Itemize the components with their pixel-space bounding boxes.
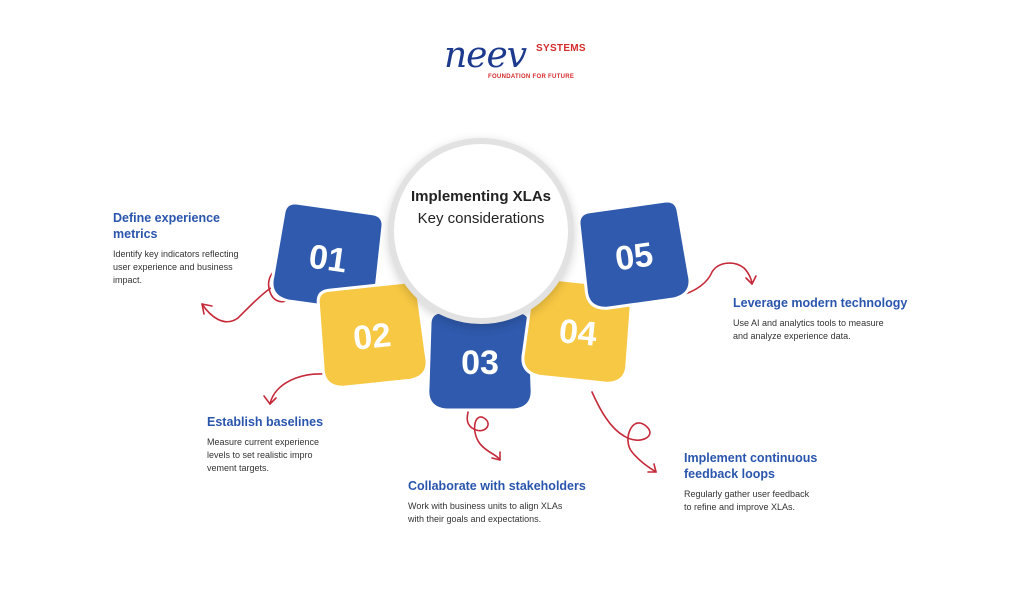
info-step-01-title: Define experience metrics: [113, 210, 293, 242]
company-logo: neev SYSTEMS FOUNDATION FOR FUTURE: [440, 36, 620, 86]
info-step-04-text-line-1: Regularly gather user feedback: [684, 489, 810, 499]
info-step-05-text-line-2: and analyze experience data.: [733, 331, 851, 341]
info-step-01-title-line-2: metrics: [113, 227, 158, 241]
info-step-01-text-line-2: user experience and business: [113, 262, 233, 272]
info-step-05-title: Leverage modern technology: [733, 295, 943, 311]
step-05-badge: 05: [577, 199, 692, 310]
logo-systems: SYSTEMS: [536, 43, 586, 54]
info-step-01-text-line-1: Identify key indicators reflecting: [113, 249, 239, 259]
info-step-04-text: Regularly gather user feedback to refine…: [684, 488, 864, 514]
step-03-number: 03: [461, 344, 499, 382]
info-step-01: Define experience metrics Identify key i…: [113, 210, 293, 287]
info-step-04: Implement continuous feedback loops Regu…: [684, 450, 864, 514]
arrow-step-05-icon: [677, 262, 753, 297]
logo-wordmark: neev: [444, 35, 527, 76]
info-step-04-title-line-1: Implement continuous: [684, 451, 818, 465]
step-01-number: 01: [306, 238, 349, 281]
info-step-03-text-line-1: Work with business units to align XLAs: [408, 501, 563, 511]
info-step-04-text-line-2: to refine and improve XLAs.: [684, 502, 796, 512]
info-step-01-title-line-1: Define experience: [113, 211, 220, 225]
info-step-02-text-line-2: levels to set realistic impro: [207, 450, 313, 460]
info-step-02-text: Measure current experience levels to set…: [207, 436, 387, 475]
info-step-03-title-line-1: Collaborate with stakeholders: [408, 479, 586, 493]
arrow-step-01-head-icon: [201, 303, 213, 315]
step-03-badge: 03: [426, 310, 534, 412]
info-step-04-title-line-2: feedback loops: [684, 467, 775, 481]
info-step-04-title: Implement continuous feedback loops: [684, 450, 864, 482]
info-step-01-text: Identify key indicators reflecting user …: [113, 248, 293, 287]
info-step-05-title-line-1: Leverage modern technology: [733, 296, 908, 310]
info-step-02-text-line-3: vement targets.: [207, 463, 270, 473]
info-step-05: Leverage modern technology Use AI and an…: [733, 295, 943, 343]
center-circle: [388, 138, 574, 324]
step-05-number: 05: [613, 236, 656, 279]
center-subtitle: Key considerations: [417, 210, 545, 227]
step-02-badge: 02: [316, 280, 429, 389]
step-04-number: 04: [557, 312, 599, 354]
step-05-shape: [577, 199, 692, 310]
info-step-02-text-line-1: Measure current experience: [207, 437, 320, 447]
logo-tagline: FOUNDATION FOR FUTURE: [488, 74, 575, 80]
info-step-03-title: Collaborate with stakeholders: [408, 478, 628, 494]
info-step-02: Establish baselines Measure current expe…: [207, 414, 387, 475]
info-step-03-text: Work with business units to align XLAs w…: [408, 500, 628, 526]
info-step-01-text-line-3: impact.: [113, 275, 143, 285]
arrow-step-02-head-icon: [263, 395, 277, 405]
step-01-badge: 01: [270, 201, 385, 312]
arrow-step-03-head-icon: [491, 451, 501, 461]
info-step-03-text-line-2: with their goals and expectations.: [408, 514, 542, 524]
info-step-05-text: Use AI and analytics tools to measure an…: [733, 317, 943, 343]
info-step-05-text-line-1: Use AI and analytics tools to measure: [733, 318, 884, 328]
info-step-02-title: Establish baselines: [207, 414, 387, 430]
info-step-03: Collaborate with stakeholders Work with …: [408, 478, 628, 526]
arrow-step-04-head-icon: [647, 463, 657, 473]
arrow-step-04-icon: [591, 391, 657, 473]
arrow-step-05-head-icon: [745, 275, 757, 285]
arrow-step-03-icon: [466, 401, 501, 461]
info-step-02-title-line-1: Establish baselines: [207, 415, 324, 429]
step-02-number: 02: [351, 316, 393, 358]
center-title: Implementing XLAs: [410, 188, 552, 205]
